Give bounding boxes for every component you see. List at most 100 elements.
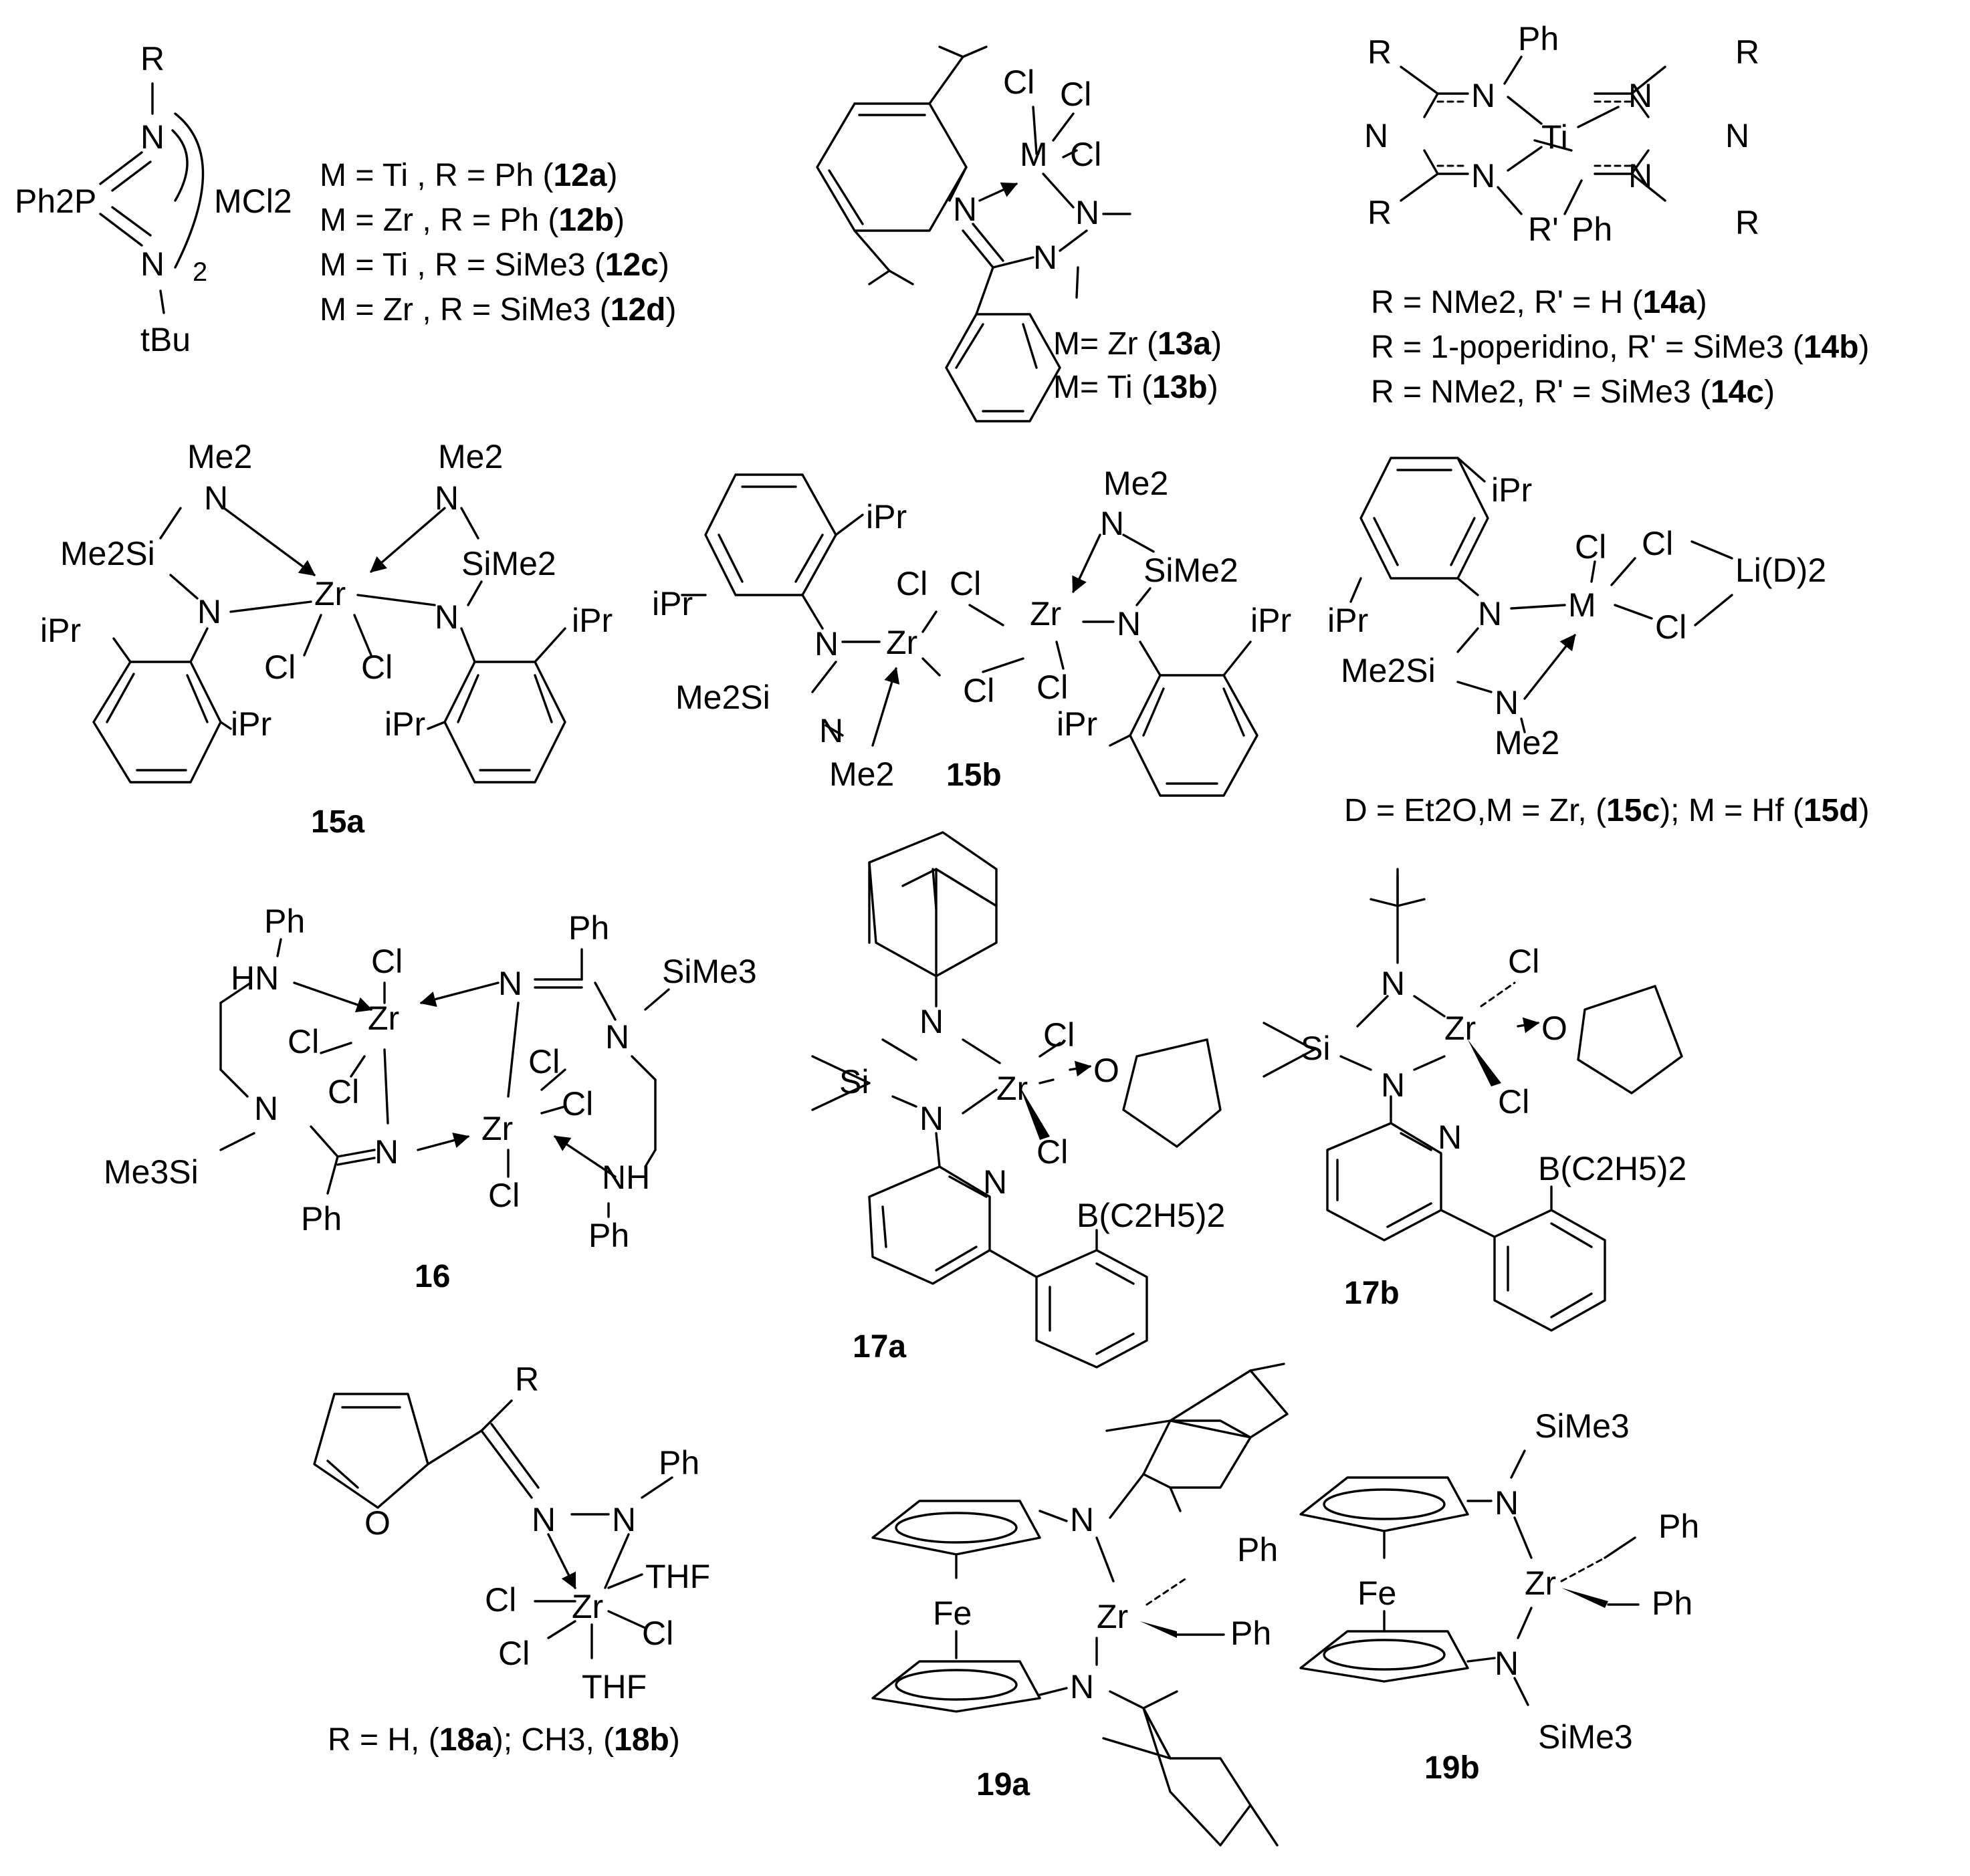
atom-n: N <box>1471 157 1495 195</box>
atom-n: N <box>1495 1484 1519 1522</box>
atom-n: N <box>819 712 843 749</box>
atom-n: N <box>140 118 165 156</box>
structure-14-captions: R = NMe2, R' = H (14a) R = 1-poperidino,… <box>1371 285 1870 410</box>
atom-ph: Ph <box>1571 211 1612 248</box>
compound-label-17b: 17b <box>1344 1276 1400 1311</box>
structure-14-bonds <box>1400 55 1666 215</box>
structure-17b-bonds <box>1263 868 1683 1332</box>
compound-label-15a: 15a <box>311 804 364 840</box>
atom-n: N <box>1381 965 1405 1002</box>
atom-n: N <box>1628 157 1652 195</box>
atom-lid2: Li(D)2 <box>1735 552 1826 589</box>
atom-cl: Cl <box>950 565 981 602</box>
structure-14: R Ph R N N Ti N N N N R R' Ph R R = NMe2… <box>1364 20 1870 410</box>
atom-n: N <box>1438 1119 1462 1156</box>
atom-fe: Fe <box>1357 1574 1396 1612</box>
structure-19b-atoms: SiMe3 N Ph Fe Zr Ph N SiMe3 19b <box>1357 1407 1699 1786</box>
atom-cl: Cl <box>1642 525 1673 562</box>
atom-sime2: SiMe2 <box>461 545 556 582</box>
atom-ipr: iPr <box>1057 705 1097 743</box>
atom-bc2h52: B(C2H5)2 <box>1077 1197 1225 1234</box>
atom-sime3: SiMe3 <box>1538 1718 1633 1756</box>
atom-m: M <box>1568 586 1596 624</box>
atom-cl: Cl <box>1655 608 1686 646</box>
structure-17a: N Cl Si Zr O N Cl N B(C2H5)2 17a <box>811 831 1225 1369</box>
atom-n: N <box>1070 1501 1094 1538</box>
structure-15b-bonds <box>681 473 1258 797</box>
caption-14a: R = NMe2, R' = H (14a) <box>1371 285 1707 320</box>
atom-me2si: Me2Si <box>1341 652 1436 689</box>
atom-me2: Me2 <box>438 438 503 475</box>
atom-zr: Zr <box>572 1588 603 1625</box>
atom-ph: Ph <box>264 903 305 940</box>
atom-r: R <box>1367 194 1392 231</box>
atom-n: N <box>374 1133 399 1171</box>
atom-zr: Zr <box>1097 1598 1128 1635</box>
structure-15cd-bonds <box>1349 457 1733 733</box>
caption-18a-18b: R = H, (18a); CH3, (18b) <box>328 1722 680 1758</box>
atom-cl: Cl <box>1036 669 1068 706</box>
atom-me2: Me2 <box>1495 724 1559 761</box>
caption-14b: R = 1-poperidino, R' = SiMe3 (14b) <box>1371 330 1870 365</box>
atom-me2si: Me2Si <box>675 679 770 716</box>
atom-ipr: iPr <box>572 602 613 639</box>
atom-cl: Cl <box>1060 76 1091 113</box>
atom-n: N <box>1117 605 1141 642</box>
atom-n: N <box>1381 1066 1405 1104</box>
atom-n: N <box>1478 595 1502 632</box>
atom-r: R <box>140 40 165 78</box>
atom-n: N <box>197 593 221 630</box>
atom-sime2: SiMe2 <box>1143 552 1238 589</box>
atom-ph2p: Ph2P <box>15 183 96 220</box>
atom-zr: Zr <box>996 1070 1028 1107</box>
atom-o: O <box>1093 1052 1119 1089</box>
atom-cl: Cl <box>528 1043 560 1080</box>
atom-thf: THF <box>582 1668 647 1706</box>
atom-n: N <box>140 245 165 283</box>
atom-cl: Cl <box>264 649 296 686</box>
atom-n: N <box>1495 684 1519 721</box>
atom-nh: NH <box>602 1159 650 1196</box>
atom-ipr: iPr <box>385 705 425 743</box>
atom-n: N <box>1070 1668 1094 1706</box>
atom-hn: HN <box>231 959 279 997</box>
structure-15cd: iPr Cl Cl Li(D)2 iPr N M Cl Me2Si N Me2 … <box>1327 457 1870 828</box>
caption-12a: M = Ti , R = Ph (12a) <box>320 158 618 193</box>
atom-n: N <box>953 191 977 228</box>
structure-19a-bonds <box>871 1363 1289 1847</box>
atom-n: N <box>1033 239 1057 276</box>
structure-19a-atoms: N Ph Fe Zr Ph N 19a <box>933 1501 1278 1802</box>
atom-n: N <box>1725 117 1749 154</box>
atom-ipr: iPr <box>1250 602 1291 639</box>
atom-r-prime: R' <box>1528 211 1559 248</box>
atom-cl: Cl <box>1036 1133 1068 1171</box>
atom-thf: THF <box>645 1558 710 1595</box>
atom-n: N <box>814 625 839 663</box>
atom-cl: Cl <box>488 1177 520 1214</box>
atom-cl: Cl <box>1003 64 1034 101</box>
atom-cl: Cl <box>1508 943 1539 980</box>
atom-cl: Cl <box>1498 1083 1529 1121</box>
atom-zr: Zr <box>1525 1564 1556 1602</box>
structure-15a: Me2 N Me2 N Me2Si SiMe2 Zr N N iPr Cl Cl… <box>40 438 613 840</box>
atom-sime3: SiMe3 <box>662 953 757 990</box>
structure-19b: SiMe3 N Ph Fe Zr Ph N SiMe3 19b <box>1299 1407 1699 1786</box>
atom-cl: Cl <box>328 1073 359 1110</box>
atom-cl: Cl <box>963 672 994 709</box>
atom-n: N <box>612 1501 636 1538</box>
structure-13-bonds <box>816 45 1131 423</box>
atom-ipr: iPr <box>231 705 271 743</box>
structure-15cd-atoms: iPr Cl Cl Li(D)2 iPr N M Cl Me2Si N Me2 <box>1327 471 1826 761</box>
atom-zr: Zr <box>314 575 346 612</box>
caption-12c: M = Ti , R = SiMe3 (12c) <box>320 247 669 283</box>
structure-14-atoms: R Ph R N N Ti N N N N R R' Ph R <box>1364 20 1759 248</box>
atom-ph: Ph <box>659 1444 699 1482</box>
atom-n: N <box>498 965 522 1002</box>
structure-15a-atoms: Me2 N Me2 N Me2Si SiMe2 Zr N N iPr Cl Cl… <box>40 438 613 840</box>
structure-12-atoms: R N Ph2P MCl2 N 2 tBu <box>15 40 292 358</box>
compound-label-19b: 19b <box>1424 1750 1480 1786</box>
structure-13: Cl Cl Cl M N N N M= Zr (13a) M= Ti (13b) <box>816 45 1222 423</box>
caption-12b: M = Zr , R = Ph (12b) <box>320 203 625 238</box>
compound-label-16: 16 <box>415 1259 450 1294</box>
atom-n: N <box>204 479 228 517</box>
